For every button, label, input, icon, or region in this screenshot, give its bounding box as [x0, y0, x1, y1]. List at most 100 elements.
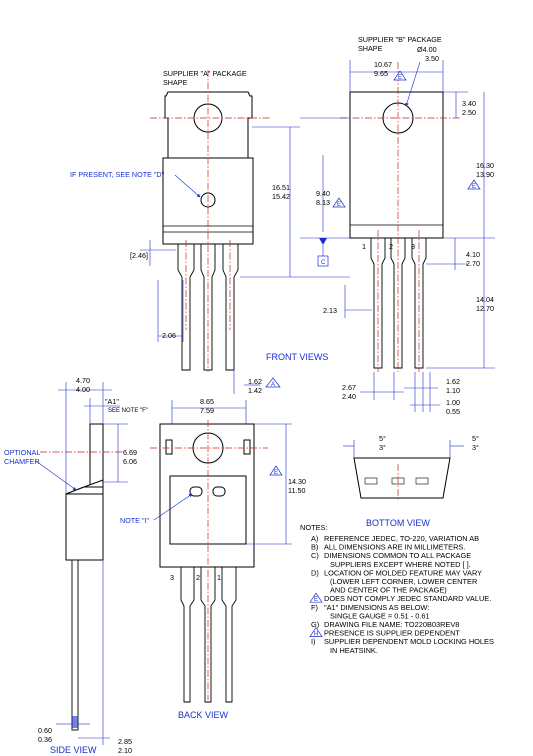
side-dim-lead-t-max: 0.60	[38, 726, 52, 735]
note-line: ALL DIMENSIONS ARE IN MILLIMETERS.	[324, 543, 465, 552]
note-prefix: A)	[311, 534, 318, 543]
back-pin-2: 2	[196, 573, 200, 582]
note-item: I) SUPPLIER DEPENDENT MOLD LOCKING HOLESI…	[311, 637, 494, 655]
pin-1-label: 1	[362, 242, 366, 251]
back-dim-width-max: 8.65	[200, 397, 214, 406]
bottom-angle-right-min: 3°	[472, 443, 479, 452]
side-dim-a1-max: 6.69	[123, 448, 137, 457]
dim-lead-w2-min: 1.10	[446, 386, 460, 395]
front-views-caption: FRONT VIEWS	[266, 352, 328, 362]
back-view: 3 2 1 8.65 7.59 14.30 11.50 E NOTE "I" B…	[120, 397, 306, 720]
bottom-angle-left-min: 3°	[379, 443, 386, 452]
dim-tab-mid-max: 9.40	[316, 189, 330, 198]
note-flag-e-1: E	[398, 75, 402, 81]
dim-b-width-min: 9.65	[374, 69, 388, 78]
note-line: "A1" DIMENSIONS AS BELOW:	[324, 603, 429, 612]
side-dim-thick-max: 4.70	[76, 376, 90, 385]
back-dim-height-max: 14.30	[288, 477, 306, 486]
supplier-b-label-line1: SUPPLIER "B" PACKAGE	[358, 35, 442, 44]
bottom-angle-right-max: 5°	[472, 434, 479, 443]
note-line: AND CENTER OF THE PACKAGE)	[330, 586, 447, 595]
optional-chamfer-line2: CHAMFER	[4, 457, 40, 466]
dim-body-max: 16.51	[272, 183, 290, 192]
note-line: LOCATION OF MOLDED FEATURE MAY VARY	[324, 568, 482, 577]
note-item: C)DIMENSIONS COMMON TO ALL PACKAGESUPPLI…	[311, 551, 471, 569]
note-flag-a-icon	[265, 377, 281, 388]
back-view-leads	[180, 566, 237, 703]
note-d-callout: IF PRESENT, SEE NOTE "D"	[70, 170, 165, 179]
back-view-caption: BACK VIEW	[178, 710, 229, 720]
side-dim-a1-min: 6.06	[123, 457, 137, 466]
supplier-a-label-line1: SUPPLIER "A" PACKAGE	[163, 69, 247, 78]
note-prefix: I)	[311, 637, 316, 646]
datum-c: C	[321, 260, 326, 266]
dim-lead-w-min: 1.42	[248, 386, 262, 395]
dim-body-min: 15.42	[272, 192, 290, 201]
dim-b-height-max: 16.30	[476, 161, 494, 170]
side-view-body-face	[65, 493, 104, 561]
supplier-b-leads	[370, 237, 427, 369]
a1-note: SEE NOTE "F"	[108, 408, 148, 414]
note-flag-e-back: E	[274, 470, 278, 476]
note-line: DRAWING FILE NAME: TO220B03REV8	[324, 620, 459, 629]
side-dim-thick-min: 4.00	[76, 385, 90, 394]
note-line: SINGLE GAUGE = 0.51 - 0.61	[330, 611, 430, 620]
back-pin-1: 1	[217, 573, 221, 582]
note-prefix: D)	[311, 568, 319, 577]
dim-lead-t-min: 0.55	[446, 407, 460, 416]
optional-chamfer-line1: OPTIONAL	[4, 448, 40, 457]
dim-shoulder-min: 2.70	[466, 259, 480, 268]
dim-lead-w2-max: 1.62	[446, 377, 460, 386]
dim-lead-t-max: 1.00	[446, 398, 460, 407]
front-view-supplier-a: SUPPLIER "A" PACKAGE SHAPE IF PRESENT, S…	[70, 69, 270, 372]
dim-pitch-max: 2.67	[342, 383, 356, 392]
note-line: REFERENCE JEDEC, TO-220, VARIATION AB	[324, 534, 479, 543]
datum-c-box	[317, 255, 329, 267]
dim-tab-mid-min: 8.13	[316, 198, 330, 207]
supplier-b-label-line2: SHAPE	[358, 44, 383, 53]
side-view-tab	[89, 423, 104, 487]
dim-hole-max: Ø4.00	[417, 45, 437, 54]
note-prefix: B)	[311, 543, 318, 552]
note-line: SUPPLIER DEPENDENT MOLD LOCKING HOLES	[324, 637, 494, 646]
note-item: G) DRAWING FILE NAME: TO220B03REV8	[311, 620, 459, 629]
mold-locking-hole-right	[212, 486, 226, 497]
side-view-caption: SIDE VIEW	[50, 745, 97, 755]
front-view-supplier-b: SUPPLIER "B" PACKAGE SHAPE 1 2 3 10.67 9…	[300, 35, 495, 416]
note-line: (LOWER LEFT CORNER, LOWER CENTER	[330, 577, 477, 586]
pin-2-label: 2	[389, 242, 393, 251]
note-prefix: E	[314, 597, 318, 603]
note-flag-e-3: E	[337, 202, 341, 208]
note-prefix: G)	[311, 620, 319, 629]
back-dim-width-min: 7.59	[200, 406, 214, 415]
dim-shoulder-max: 4.10	[466, 250, 480, 259]
note-flag-icon	[309, 626, 323, 637]
note-item: E DOES NOT COMPLY JEDEC STANDARD VALUE.	[309, 592, 491, 603]
note-line: SUPPLIERS EXCEPT WHERE NOTED [ ].	[330, 560, 471, 569]
mold-locking-hole-left	[189, 486, 203, 497]
dim-hole-min: 3.50	[425, 54, 439, 63]
side-dim-lead-t-min: 0.36	[38, 735, 52, 744]
note-line: DOES NOT COMPLY JEDEC STANDARD VALUE.	[324, 594, 491, 603]
note-item: B) ALL DIMENSIONS ARE IN MILLIMETERS.	[311, 543, 465, 552]
dim-tab-top-max: 3.40	[462, 99, 476, 108]
note-flag-a: A	[271, 382, 275, 388]
bottom-angle-left-max: 5°	[379, 434, 386, 443]
dim-206: 2.06	[162, 331, 176, 340]
side-dim-offset-min: 2.10	[118, 746, 132, 755]
notes-heading: NOTES:	[300, 523, 328, 532]
dim-ref-246: [2.46]	[130, 251, 148, 260]
note-prefix: F)	[311, 603, 318, 612]
note-item: F) "A1" DIMENSIONS AS BELOW:SINGLE GAUGE …	[311, 603, 430, 621]
note-flag-e-2: E	[472, 184, 476, 190]
dim-pitch-min: 2.40	[342, 392, 356, 401]
bottom-view-caption: BOTTOM VIEW	[366, 518, 430, 528]
note-prefix: H	[314, 632, 318, 638]
dim-lead-w-max: 1.62	[248, 377, 262, 386]
note-prefix: C)	[311, 551, 319, 560]
note-line: IN HEATSINK.	[330, 646, 378, 655]
note-flag-icon	[309, 592, 323, 603]
dim-b-height-min: 13.90	[476, 170, 494, 179]
dim-lead-len-max: 14.04	[476, 295, 494, 304]
